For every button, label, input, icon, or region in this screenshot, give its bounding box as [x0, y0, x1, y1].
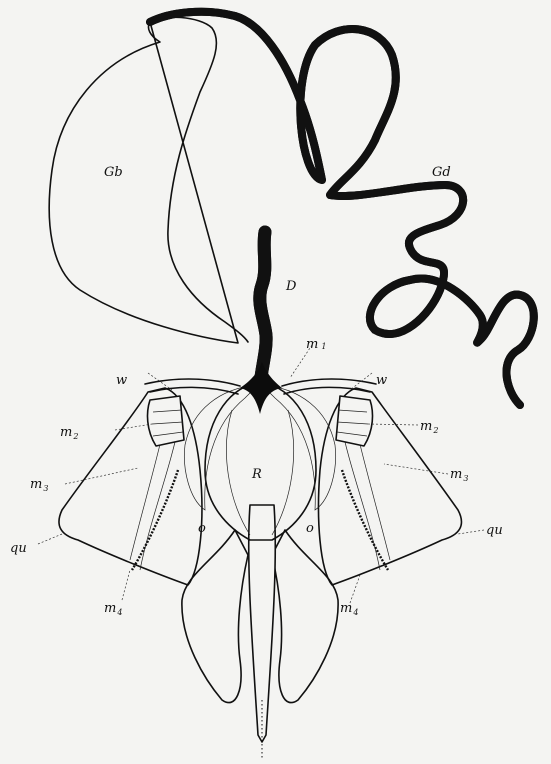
left-dark-band: [132, 470, 178, 570]
right-dark-band: [342, 470, 388, 570]
label-m4-right: m4: [340, 601, 358, 617]
label-qu-left: qu: [10, 541, 27, 556]
label-m3-right: m3: [450, 467, 468, 483]
reservoir-sac-gb: [49, 17, 248, 343]
label-o-right: o: [306, 521, 314, 536]
label-d: D: [285, 279, 297, 294]
label-w-left: w: [116, 373, 127, 388]
left-appendage-o: [182, 530, 248, 703]
label-gd: Gd: [432, 165, 451, 180]
label-o-left: o: [198, 521, 206, 536]
label-m2-left: m2: [60, 425, 78, 441]
central-duct-d: [260, 232, 266, 385]
label-r: R: [251, 467, 262, 482]
label-gb: Gb: [104, 165, 123, 180]
right-m2-block: [336, 396, 372, 446]
right-appendage-o: [272, 530, 338, 703]
right-fibre-sheath: [262, 385, 336, 510]
coiled-duct-gd: [150, 12, 534, 405]
label-qu-right: qu: [486, 523, 503, 538]
right-arm-w: [282, 379, 376, 394]
left-fibre-sheath: [184, 385, 258, 510]
label-m4-left: m4: [104, 601, 122, 617]
left-m2-block: [148, 396, 184, 446]
duct-junction: [240, 362, 282, 414]
label-m3-left: m3: [30, 477, 48, 493]
label-w-right: w: [376, 373, 387, 388]
label-m2-right: m2: [420, 419, 438, 435]
